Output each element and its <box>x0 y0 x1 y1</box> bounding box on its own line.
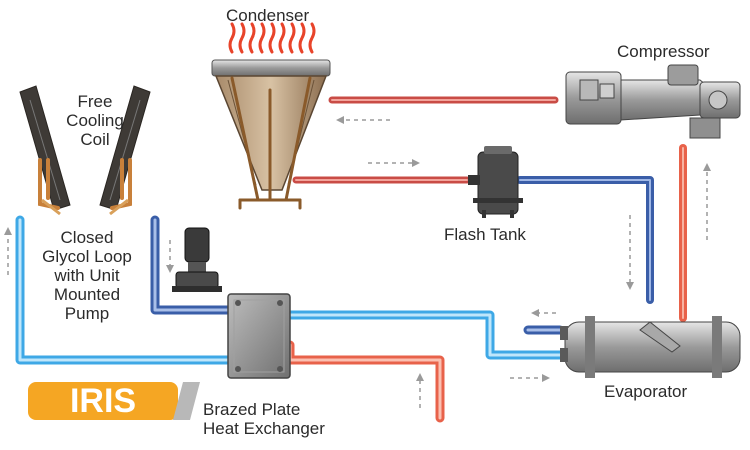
iris-logo: IRIS <box>28 382 200 420</box>
condenser-unit <box>211 22 331 210</box>
label-compressor: Compressor <box>617 42 710 61</box>
heat-waves-icon <box>228 22 316 54</box>
label-closed-glycol-loop: Closed Glycol Loop with Unit Mounted Pum… <box>42 228 132 323</box>
label-flash-tank: Flash Tank <box>444 225 526 244</box>
evaporator-unit <box>560 316 741 378</box>
flash-to-evaporator-pipe <box>516 176 654 304</box>
flow-arrows <box>4 116 711 410</box>
free-cooling-coil-unit <box>19 85 151 216</box>
label-free-cooling-coil: Free Cooling Coil <box>66 92 124 149</box>
glycol-navy-pipe <box>150 215 565 335</box>
flash-tank-unit <box>468 146 523 218</box>
label-brazed-plate-heat-exchanger: Brazed Plate Heat Exchanger <box>203 400 325 438</box>
svg-text:IRIS: IRIS <box>70 382 136 420</box>
compressor-unit <box>565 64 741 139</box>
label-evaporator: Evaporator <box>604 382 688 401</box>
refrigerant-pipes <box>292 96 687 322</box>
glycol-cold-pipes <box>15 215 565 365</box>
brazed-plate-heat-exchanger <box>227 293 291 379</box>
label-condenser: Condenser <box>226 6 310 25</box>
pump-icon <box>172 227 222 292</box>
